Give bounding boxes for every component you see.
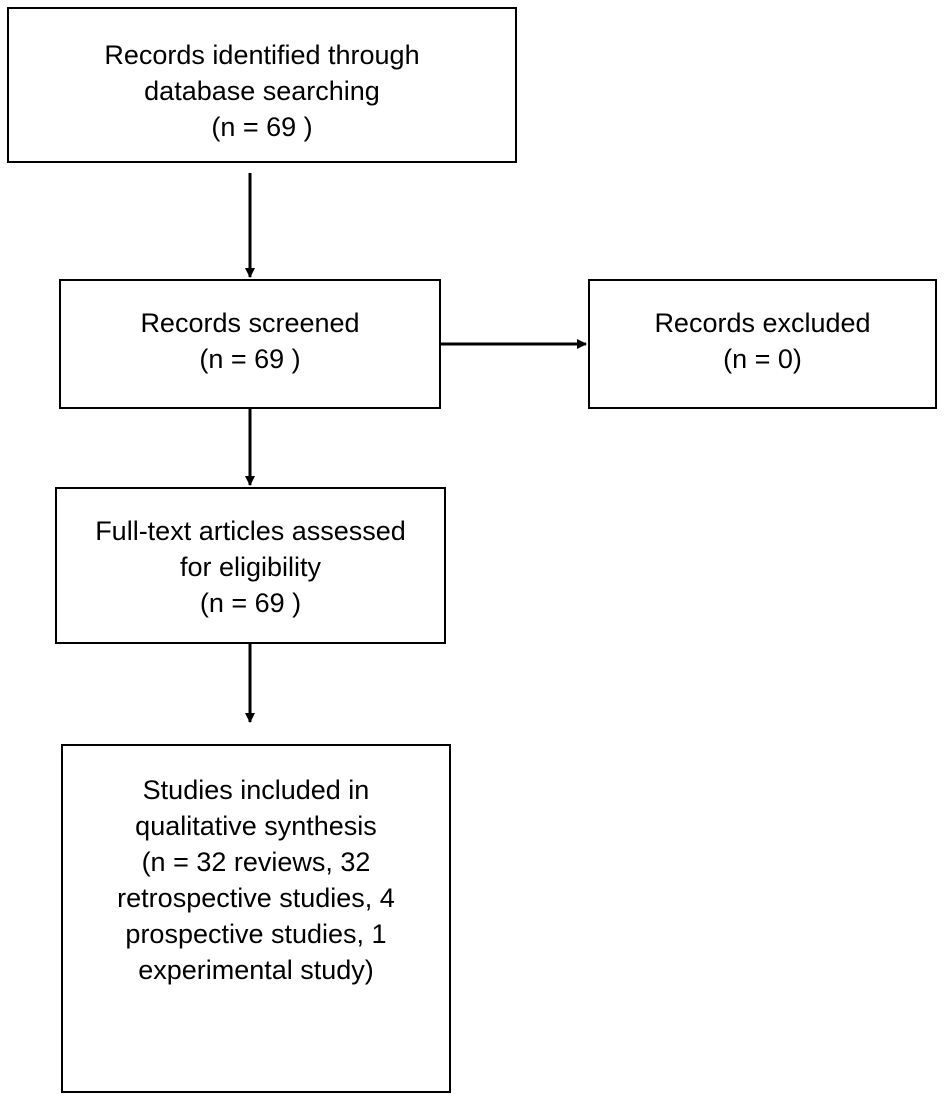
records-excluded-count: (n = 0) xyxy=(723,344,802,374)
records-screened-box: Records screened (n = 69 ) xyxy=(59,279,441,409)
studies-included-line-1: Studies included in xyxy=(142,775,370,805)
records-screened-label: Records screened xyxy=(140,308,360,338)
studies-included-line-5: prospective studies, 1 xyxy=(125,919,387,949)
records-screened-count: (n = 69 ) xyxy=(199,344,301,374)
studies-included-box: Studies included in qualitative synthesi… xyxy=(61,744,451,1093)
records-excluded-box: Records excluded (n = 0) xyxy=(588,279,937,409)
full-text-assessed-line-2: for eligibility xyxy=(179,552,322,582)
records-identified-line-2: database searching xyxy=(144,76,380,106)
records-identified-count: (n = 69 ) xyxy=(211,112,313,142)
studies-included-line-2: qualitative synthesis xyxy=(135,811,377,841)
records-identified-box: Records identified through database sear… xyxy=(7,7,517,163)
records-identified-line-1: Records identified through xyxy=(104,40,420,70)
studies-included-line-4: retrospective studies, 4 xyxy=(117,883,395,913)
studies-included-line-3: (n = 32 reviews, 32 xyxy=(141,847,371,877)
full-text-assessed-count: (n = 69 ) xyxy=(199,588,302,618)
full-text-assessed-line-1: Full-text articles assessed xyxy=(95,516,406,546)
full-text-assessed-box: Full-text articles assessed for eligibil… xyxy=(55,487,446,644)
records-excluded-label: Records excluded xyxy=(654,308,871,338)
studies-included-line-6: experimental study) xyxy=(138,955,374,985)
